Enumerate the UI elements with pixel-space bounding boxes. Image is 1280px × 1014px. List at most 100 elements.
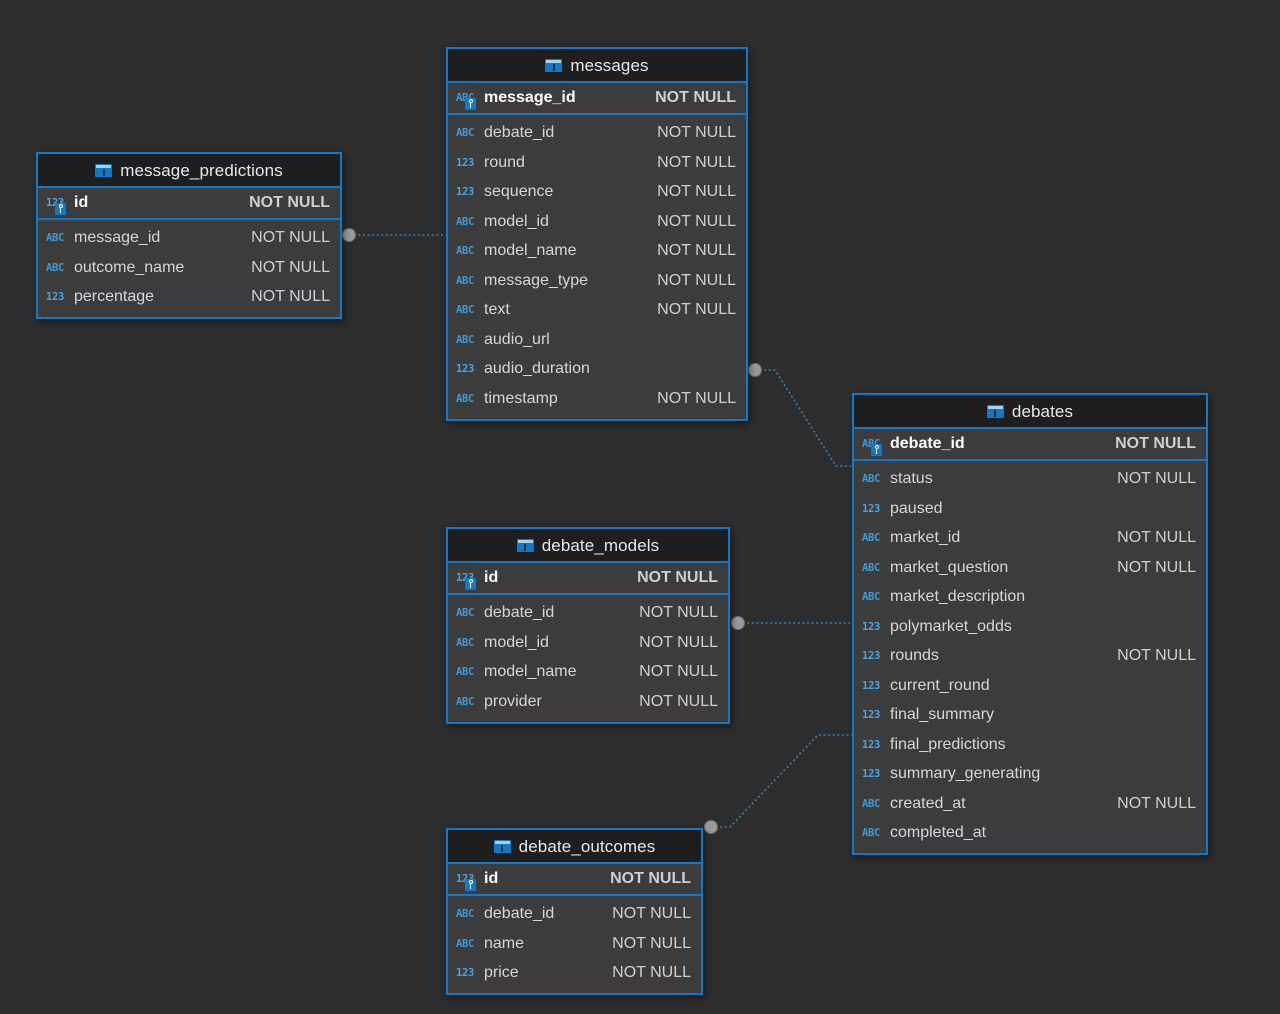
- text-type-icon: ABC: [456, 304, 475, 316]
- column-name: debate_id: [484, 604, 555, 622]
- not-null-flag: NOT NULL: [251, 229, 330, 247]
- not-null-flag: NOT NULL: [612, 934, 691, 952]
- not-null-flag: NOT NULL: [655, 88, 736, 106]
- not-null-flag: NOT NULL: [639, 633, 718, 651]
- column-name: market_id: [890, 529, 961, 547]
- column-name: completed_at: [890, 824, 987, 842]
- entity-header[interactable]: debate_models: [448, 529, 728, 563]
- not-null-flag: NOT NULL: [639, 604, 718, 622]
- entity-table-debate_outcomes[interactable]: debate_outcomes123idNOT NULLABCdebate_id…: [446, 828, 703, 995]
- table-grid-icon: [986, 404, 1004, 418]
- relationship-endpoint[interactable]: [704, 820, 718, 834]
- text-type-icon: ABC: [46, 261, 65, 274]
- number-type-icon: 123: [862, 738, 881, 751]
- entity-header[interactable]: debates: [854, 395, 1206, 429]
- primary-key-row[interactable]: 123idNOT NULL: [448, 864, 701, 894]
- text-type-icon: ABC: [862, 797, 881, 810]
- entity-header[interactable]: messages: [448, 49, 746, 83]
- entity-title: messages: [570, 55, 649, 75]
- primary-key-row[interactable]: 123idNOT NULL: [38, 188, 340, 218]
- not-null-flag: NOT NULL: [657, 271, 736, 289]
- not-null-flag: NOT NULL: [1117, 558, 1196, 576]
- text-type-icon: ABC: [456, 245, 475, 257]
- number-type-icon: 123: [456, 568, 480, 590]
- entity-table-debate_models[interactable]: debate_models123idNOT NULLABCdebate_idNO…: [446, 527, 730, 724]
- relationship-line[interactable]: [711, 734, 852, 828]
- text-type-icon: ABC: [456, 695, 475, 708]
- column-name: message_type: [484, 271, 589, 289]
- column-name: market_question: [890, 558, 1009, 576]
- column-name: model_id: [484, 633, 549, 651]
- not-null-flag: NOT NULL: [657, 212, 736, 230]
- entity-table-message_predictions[interactable]: message_predictions123idNOT NULLABCmessa…: [36, 152, 342, 319]
- relationship-endpoint[interactable]: [731, 616, 745, 630]
- entity-header[interactable]: debate_outcomes: [448, 830, 701, 864]
- not-null-flag: NOT NULL: [637, 568, 718, 586]
- not-null-flag: NOT NULL: [251, 288, 330, 306]
- column-name: round: [484, 153, 525, 171]
- text-type-icon: ABC: [456, 88, 480, 110]
- entity-title: message_predictions: [120, 160, 283, 180]
- not-null-flag: NOT NULL: [249, 193, 330, 211]
- column-name: text: [484, 301, 510, 319]
- column-name: debate_id: [484, 905, 555, 923]
- column-name: outcome_name: [74, 258, 185, 276]
- relationship-endpoint[interactable]: [342, 228, 356, 242]
- primary-key-icon: [465, 577, 476, 590]
- entity-header[interactable]: message_predictions: [38, 154, 340, 188]
- not-null-flag: NOT NULL: [612, 964, 691, 982]
- column-row[interactable]: ABC market_question NOT NULL: [854, 553, 1206, 583]
- column-name: sequence: [484, 183, 554, 201]
- relationship-endpoint[interactable]: [748, 363, 762, 377]
- number-type-icon: 123: [46, 193, 70, 215]
- primary-key-row[interactable]: 123idNOT NULL: [448, 563, 728, 593]
- primary-key-section: 123idNOT NULL: [38, 188, 340, 220]
- entity-title: debate_models: [541, 535, 660, 555]
- relationship-line[interactable]: [755, 369, 852, 467]
- column-name: created_at: [890, 794, 966, 812]
- text-type-icon: ABC: [862, 561, 881, 574]
- column-name: id: [484, 869, 499, 887]
